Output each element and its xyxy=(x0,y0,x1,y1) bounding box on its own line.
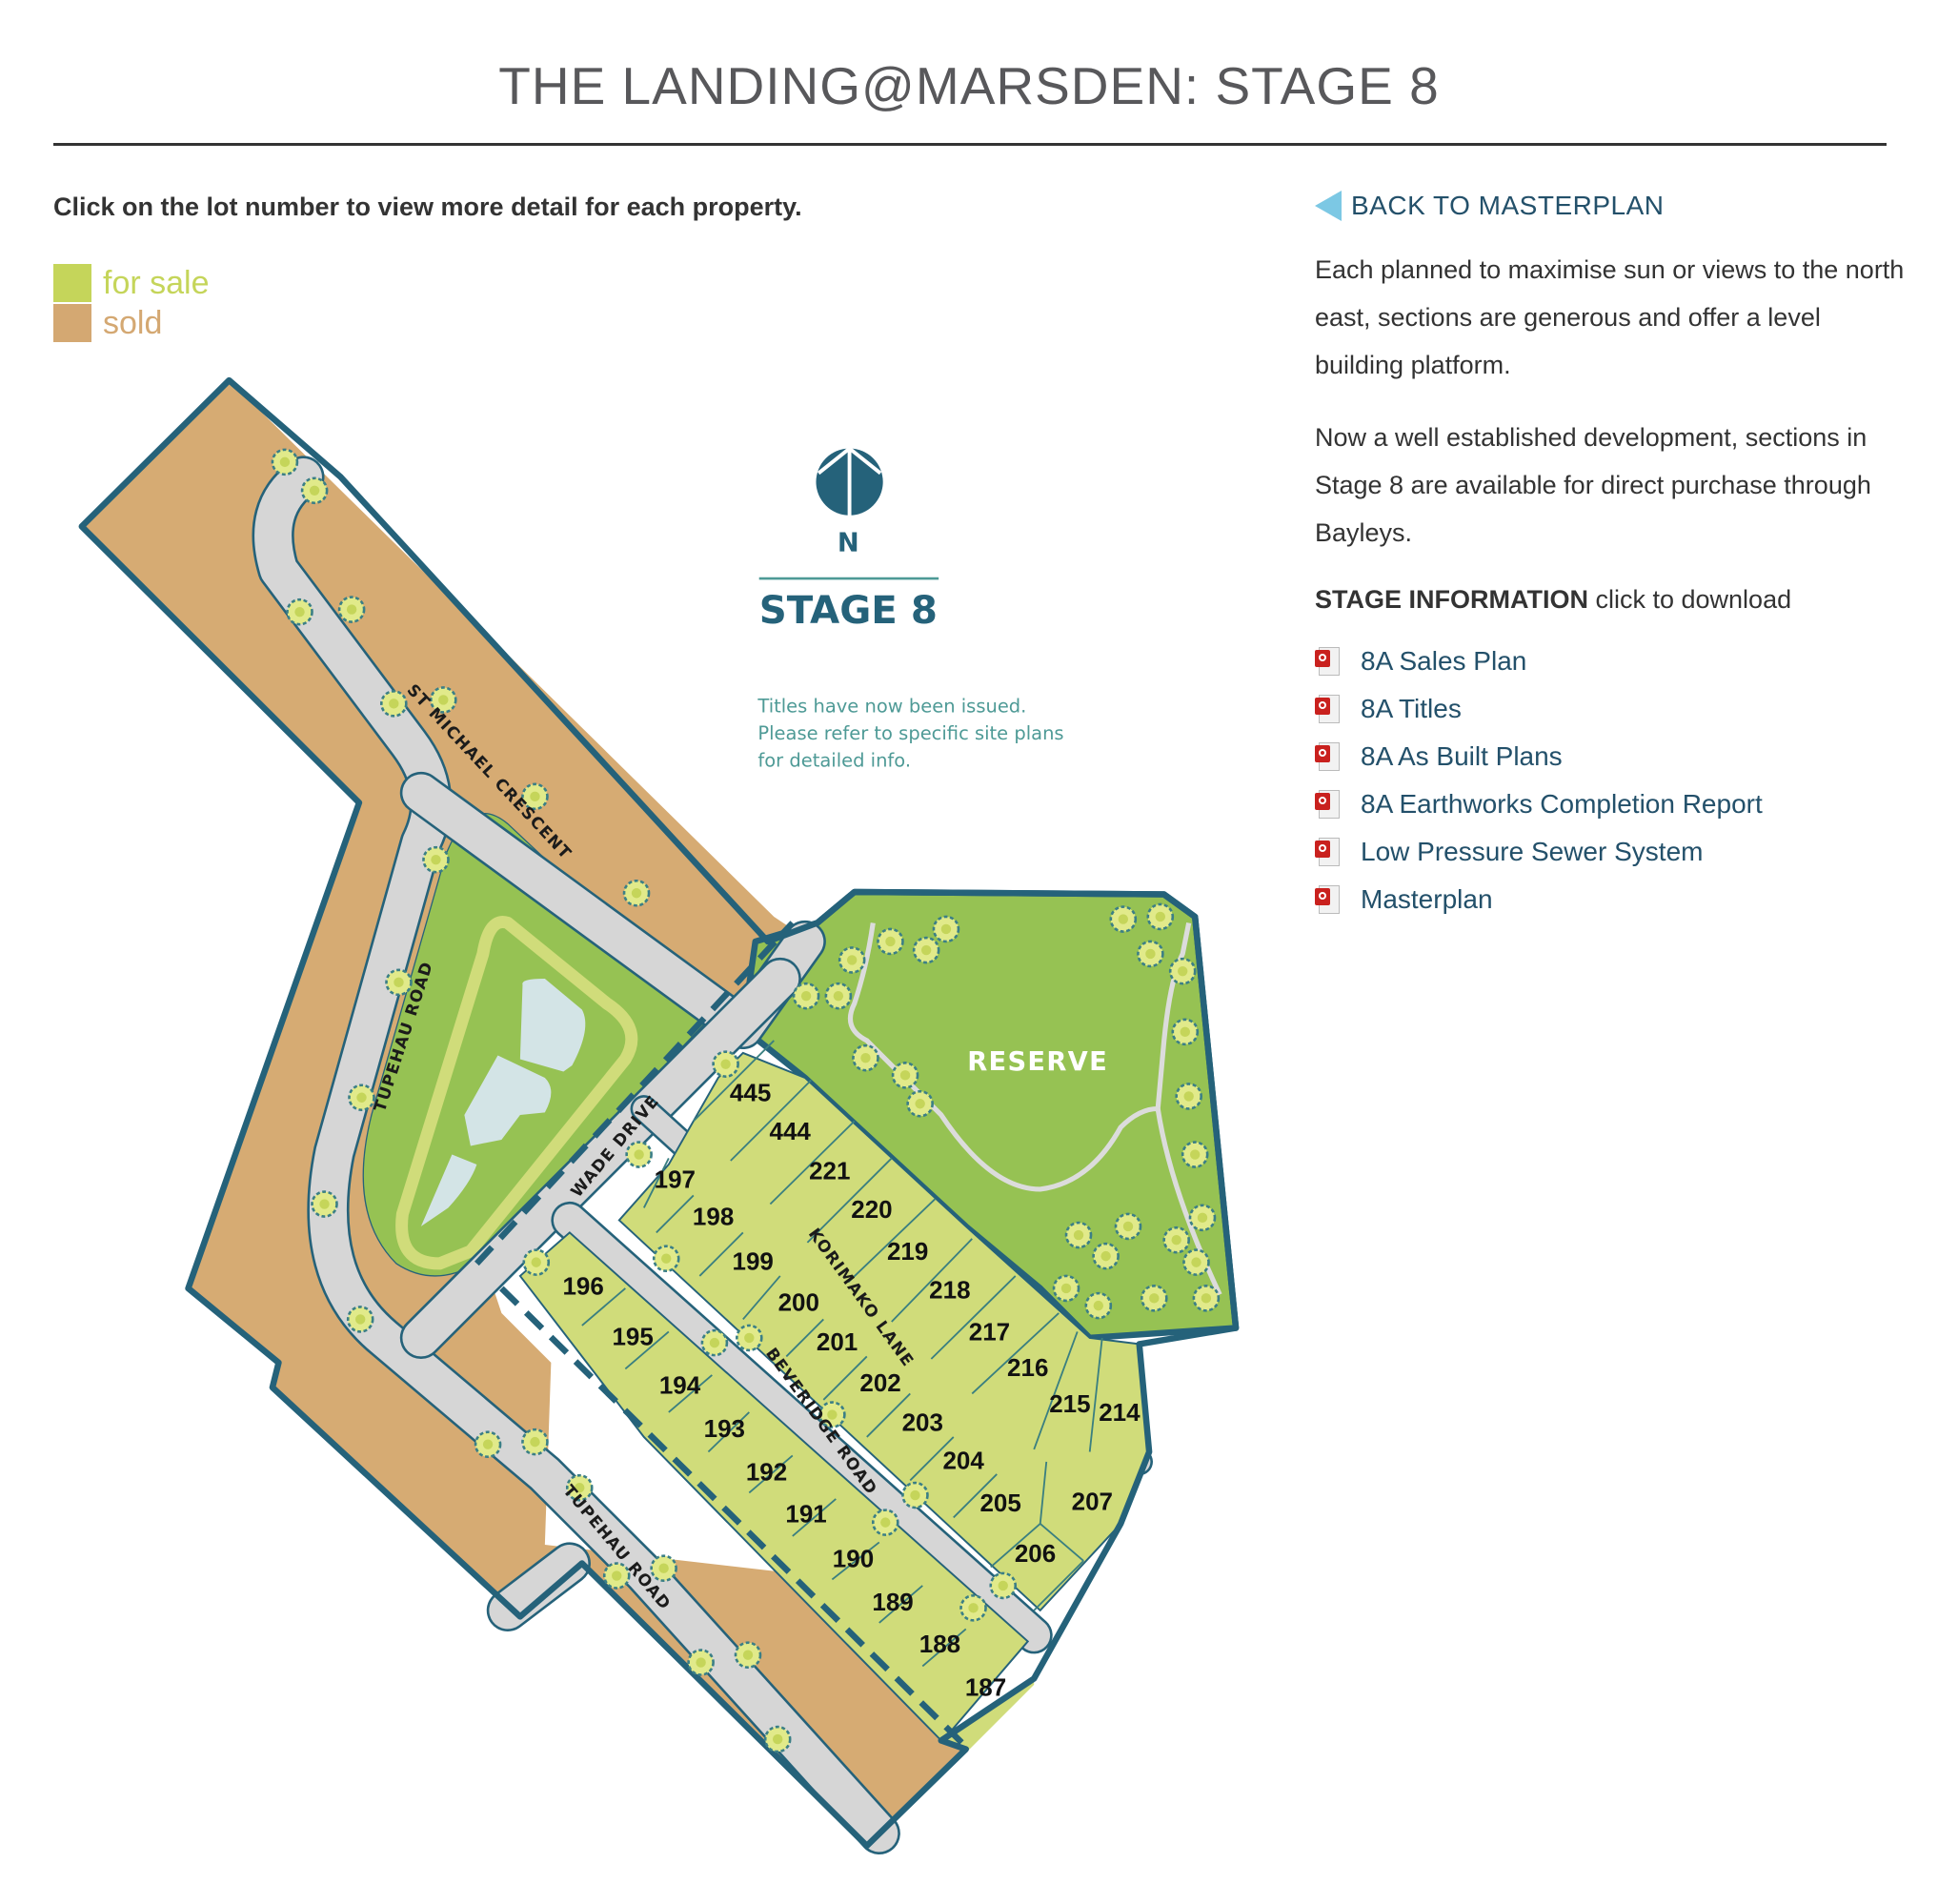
legend: for sale sold xyxy=(53,264,210,344)
lot-445[interactable]: 445 xyxy=(730,1079,771,1107)
note-line: Titles have now been issued. xyxy=(757,695,1026,717)
legend-label: sold xyxy=(103,304,163,341)
lot-220[interactable]: 220 xyxy=(851,1195,892,1224)
lot-217[interactable]: 217 xyxy=(969,1318,1010,1347)
legend-item-for-sale: for sale xyxy=(53,264,210,302)
lot-201[interactable]: 201 xyxy=(817,1327,858,1356)
lot-199[interactable]: 199 xyxy=(733,1246,774,1275)
lot-193[interactable]: 193 xyxy=(704,1414,745,1443)
document-label: Masterplan xyxy=(1361,884,1493,914)
lot-207[interactable]: 207 xyxy=(1072,1488,1113,1516)
document-label: 8A Sales Plan xyxy=(1361,646,1527,676)
lot-200[interactable]: 200 xyxy=(778,1287,819,1316)
central-park xyxy=(362,813,714,1277)
legend-item-sold: sold xyxy=(53,304,210,342)
document-label: 8A Titles xyxy=(1361,694,1462,723)
lot-192[interactable]: 192 xyxy=(746,1457,787,1486)
lot-444[interactable]: 444 xyxy=(770,1117,812,1145)
document-link-8a-earthworks-report[interactable]: 8A Earthworks Completion Report xyxy=(1315,780,1906,828)
lot-202[interactable]: 202 xyxy=(859,1368,900,1397)
document-label: 8A As Built Plans xyxy=(1361,741,1563,771)
lot-196[interactable]: 196 xyxy=(562,1271,603,1300)
pdf-icon xyxy=(1315,885,1340,914)
pdf-icon xyxy=(1315,838,1340,866)
note-line: Please refer to specific site plans xyxy=(757,722,1063,744)
page-title: THE LANDING@MARSDEN: STAGE 8 xyxy=(498,56,1440,115)
legend-label: for sale xyxy=(103,264,210,301)
compass-label: N xyxy=(838,528,859,557)
stage-info-heading: STAGE INFORMATION click to download xyxy=(1315,585,1906,615)
lot-189[interactable]: 189 xyxy=(872,1588,913,1616)
sold-swatch xyxy=(53,304,91,342)
back-arrow-icon xyxy=(1315,191,1342,221)
description-paragraph: Each planned to maximise sun or views to… xyxy=(1315,255,1905,379)
back-link-label: BACK TO MASTERPLAN xyxy=(1351,191,1665,220)
document-link-8a-titles[interactable]: 8A Titles xyxy=(1315,685,1906,733)
lot-191[interactable]: 191 xyxy=(785,1500,826,1529)
lot-194[interactable]: 194 xyxy=(659,1370,701,1399)
note-line: for detailed info. xyxy=(757,750,911,772)
document-label: 8A Earthworks Completion Report xyxy=(1361,789,1763,819)
lot-215[interactable]: 215 xyxy=(1049,1389,1090,1418)
lot-187[interactable]: 187 xyxy=(965,1673,1006,1702)
lot-219[interactable]: 219 xyxy=(887,1237,928,1266)
document-link-low-pressure-sewer[interactable]: Low Pressure Sewer System xyxy=(1315,828,1906,876)
lot-197[interactable]: 197 xyxy=(655,1165,696,1194)
lot-198[interactable]: 198 xyxy=(693,1203,734,1231)
for-sale-lots-region xyxy=(474,921,1151,1753)
lot-203[interactable]: 203 xyxy=(902,1408,943,1436)
pdf-icon xyxy=(1315,647,1340,676)
document-link-8a-as-built-plans[interactable]: 8A As Built Plans xyxy=(1315,733,1906,780)
lot-204[interactable]: 204 xyxy=(942,1447,984,1475)
pdf-icon xyxy=(1315,742,1340,771)
lot-205[interactable]: 205 xyxy=(979,1489,1020,1517)
title-divider xyxy=(53,143,1887,146)
instruction-text: Click on the lot number to view more det… xyxy=(53,192,802,221)
for-sale-swatch xyxy=(53,264,91,302)
document-link-masterplan[interactable]: Masterplan xyxy=(1315,876,1906,923)
description-paragraph: Now a well established development, sect… xyxy=(1315,423,1871,547)
lot-221[interactable]: 221 xyxy=(809,1157,850,1185)
stage-boundary xyxy=(78,376,1240,1850)
lot-195[interactable]: 195 xyxy=(612,1323,653,1351)
lot-188[interactable]: 188 xyxy=(919,1630,960,1658)
document-link-8a-sales-plan[interactable]: 8A Sales Plan xyxy=(1315,638,1906,685)
pdf-icon xyxy=(1315,695,1340,723)
back-to-masterplan-link[interactable]: BACK TO MASTERPLAN xyxy=(1315,191,1906,221)
sidebar: BACK TO MASTERPLAN Each planned to maxim… xyxy=(1315,191,1906,923)
lot-218[interactable]: 218 xyxy=(929,1275,970,1304)
lot-190[interactable]: 190 xyxy=(833,1544,874,1572)
stage-info-title: STAGE INFORMATION xyxy=(1315,585,1588,614)
pdf-icon xyxy=(1315,790,1340,819)
lot-206[interactable]: 206 xyxy=(1015,1539,1056,1568)
stage-info-suffix: click to download xyxy=(1587,585,1792,614)
north-compass: N xyxy=(816,446,883,557)
lot-214[interactable]: 214 xyxy=(1099,1398,1141,1427)
document-list: 8A Sales Plan 8A Titles 8A As Built Plan… xyxy=(1315,638,1906,923)
reserve-label: RESERVE xyxy=(967,1047,1108,1077)
titles-note: Titles have now been issued. Please refe… xyxy=(757,695,1063,771)
document-label: Low Pressure Sewer System xyxy=(1361,837,1704,866)
stage-heading: STAGE 8 xyxy=(759,588,938,633)
lot-216[interactable]: 216 xyxy=(1007,1353,1048,1382)
